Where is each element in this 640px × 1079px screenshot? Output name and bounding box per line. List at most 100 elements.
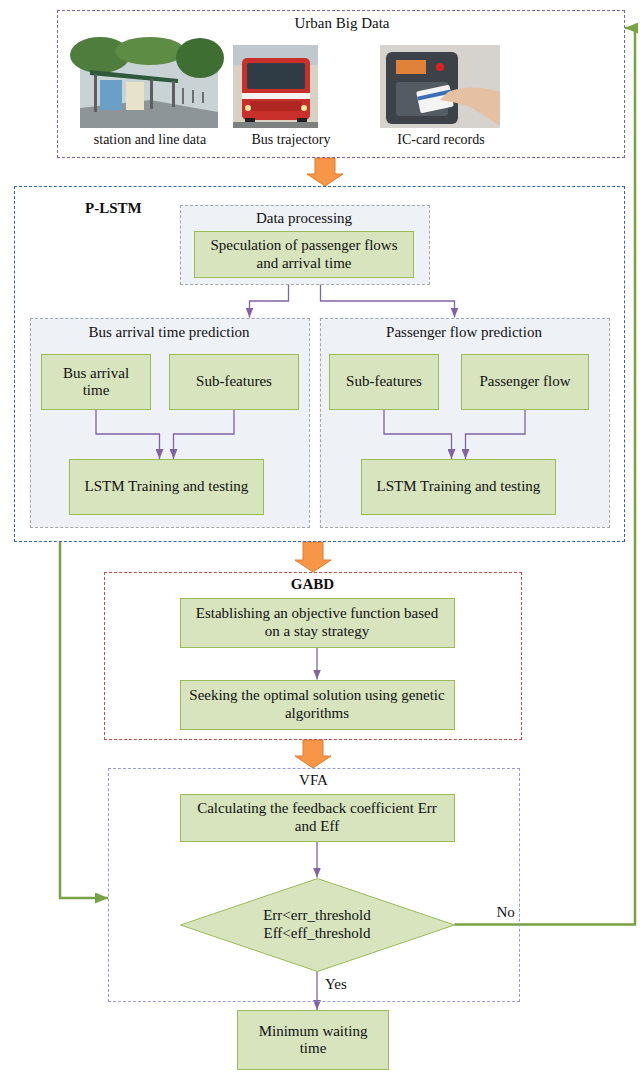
bus-photo — [301, 105, 307, 111]
title-slot: IC-card records — [371, 132, 511, 148]
process-box: Establishing an objective function based… — [180, 598, 455, 648]
stage-panel: Sub-features Passenger flowLSTM Training … — [320, 318, 610, 528]
process-box: Speculation of passenger flows and arriv… — [194, 231, 414, 278]
box-label: Speculation of passenger flows and arriv… — [201, 237, 407, 272]
bus-photo — [233, 122, 318, 128]
box-label: Calculating the feedback coefficient Err… — [187, 800, 448, 835]
bus-stop-photo — [172, 81, 175, 107]
group-title: P-LSTM — [85, 200, 175, 217]
group-title: Passenger flow prediction — [321, 324, 608, 341]
box-label: LSTM Training and testing — [85, 478, 249, 495]
bus-photo — [242, 93, 310, 99]
diamond-shape — [180, 878, 454, 971]
bus-photo — [233, 45, 318, 128]
bus-photo — [245, 105, 251, 111]
box-label: LSTM Training and testing — [377, 478, 541, 495]
process-box: Sub-features — [169, 354, 299, 410]
edge-label: Yes — [323, 976, 349, 993]
bus-stop-photo — [126, 82, 144, 110]
connector-arrow — [316, 648, 317, 680]
process-box: LSTM Training and testing — [69, 459, 264, 515]
edge-label: No — [495, 904, 517, 921]
group-title: Bus arrival time prediction — [31, 324, 308, 341]
bus-photo — [250, 101, 302, 111]
group-title: Urban Big Data — [58, 15, 626, 32]
title-slot: P-LSTM — [85, 200, 175, 217]
panel-fill — [30, 318, 310, 528]
box-label: Establishing an objective function based… — [187, 605, 448, 640]
feedback-arrow — [60, 542, 108, 898]
group-title: Data processing — [181, 210, 428, 227]
card-reader-photo — [380, 45, 500, 128]
process-box: Bus arrival time — [41, 354, 151, 410]
card-reader-photo — [436, 63, 444, 71]
title-slot: Bus arrival time prediction — [31, 324, 308, 341]
box-label: Passenger flow — [479, 373, 570, 390]
card-reader-photo — [396, 60, 426, 74]
bus-stop-photo — [94, 74, 97, 112]
bus-photo — [242, 58, 310, 120]
bus-photo — [233, 45, 318, 128]
bus-stop-photo — [70, 37, 224, 128]
result-box: Minimum waiting time — [237, 1010, 389, 1070]
process-box: Sub-features — [329, 354, 439, 410]
stage-panel: Speculation of passenger flows and arriv… — [180, 205, 430, 285]
process-box: Calculating the feedback coefficient Err… — [180, 794, 455, 842]
group-fill — [30, 205, 610, 528]
module-panel: Establishing an objective function based… — [104, 572, 522, 740]
flow-arrow — [307, 158, 343, 186]
process-box: LSTM Training and testing — [361, 459, 556, 515]
stage-panel: Bus arrival time Sub-featuresLSTM Trainin… — [30, 318, 310, 528]
title-slot: Urban Big Data — [58, 15, 626, 32]
bus-stop-photo — [150, 79, 153, 109]
image-caption: IC-card records — [371, 132, 511, 148]
module-panel: Calculating the feedback coefficient Err… — [108, 768, 520, 1002]
data-source-panel: Urban Big Data station and line dataBus t… — [57, 10, 625, 158]
box-label: Sub-features — [196, 373, 272, 390]
connector-arrow — [466, 410, 526, 459]
bus-stop-photo — [115, 37, 185, 65]
group-title: VFA — [109, 772, 518, 789]
connector-arrow — [250, 285, 289, 318]
process-box: Seeking the optimal solution using genet… — [180, 680, 455, 730]
box-label: Bus arrival time — [48, 365, 144, 400]
box-label: Minimum waiting time — [244, 1023, 382, 1058]
card-reader-photo — [386, 52, 458, 124]
connector-arrow — [316, 842, 317, 878]
title-slot: VFA — [109, 772, 518, 789]
flow-arrow — [295, 740, 331, 768]
decision-diamond: Err<err_threshold Eff<eff_threshold — [180, 878, 455, 972]
connector-arrow — [96, 410, 160, 459]
bus-stop-photo — [176, 38, 224, 78]
connector-arrow — [321, 285, 455, 318]
title-slot: station and line data — [70, 132, 230, 148]
title-slot: Bus trajectory — [226, 132, 356, 148]
panel-fill — [320, 318, 610, 528]
connector-arrow — [384, 410, 452, 459]
connector-arrow — [316, 972, 317, 1011]
flow-arrow — [295, 542, 331, 572]
bus-stop-photo — [202, 92, 204, 103]
decision-label: Err<err_threshold Eff<eff_threshold — [242, 907, 392, 942]
bus-photo — [247, 63, 305, 89]
title-slot: GABD — [105, 576, 520, 593]
module-panel: Speculation of passenger flows and arriv… — [14, 186, 625, 542]
group-title: GABD — [105, 576, 520, 593]
box-label: Seeking the optimal solution using genet… — [187, 687, 448, 722]
card-reader-photo — [380, 45, 500, 128]
title-slot: Passenger flow prediction — [321, 324, 608, 341]
bus-stop-photo — [192, 90, 194, 103]
bus-stop-photo — [100, 80, 122, 110]
card-reader-photo — [440, 88, 500, 127]
image-caption: Bus trajectory — [226, 132, 356, 148]
image-caption: station and line data — [70, 132, 230, 148]
box-label: Sub-features — [346, 373, 422, 390]
process-box: Passenger flow — [461, 354, 589, 410]
bus-stop-photo — [182, 88, 184, 104]
title-slot: Data processing — [181, 210, 428, 227]
connector-arrow — [174, 410, 235, 459]
panel-fill — [180, 205, 430, 285]
